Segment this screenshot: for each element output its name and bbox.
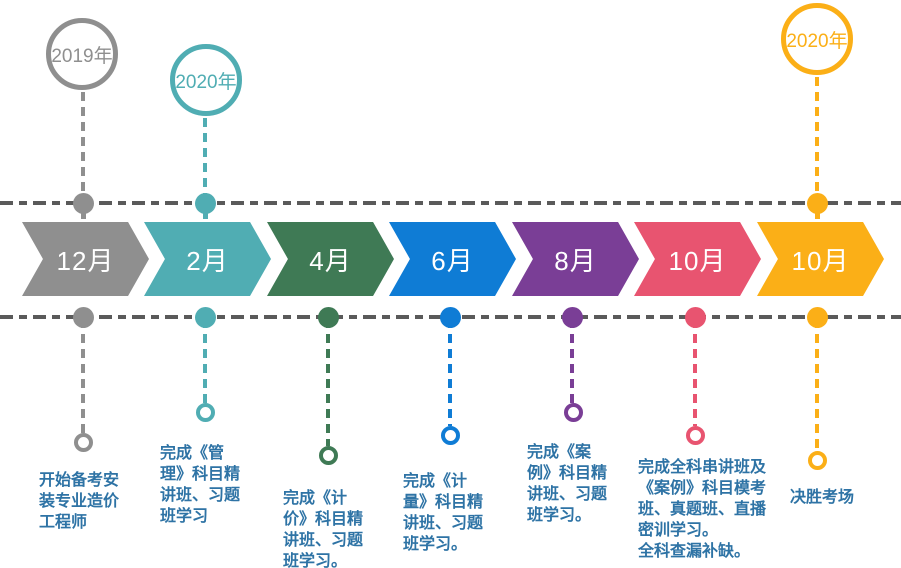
axis-dot-stem [203,205,208,219]
month-label: 10月 [791,245,850,276]
month-label: 2月 [186,245,229,276]
milestone-endpoint [319,446,338,465]
timeline-axis-top [0,201,901,205]
milestone-endpoint [441,426,460,445]
year-label: 2020年 [175,71,237,93]
year-connector [81,92,85,201]
axis-dot [807,307,828,328]
year-connector [203,118,207,201]
month-label: 6月 [431,245,474,276]
month-label: 10月 [668,245,727,276]
month-chevron-12: 12月 [22,222,149,296]
axis-dot-stem [81,205,86,219]
axis-dot [807,193,828,214]
axis-dot [195,307,216,328]
year-label: 2019年 [51,45,113,67]
axis-dot [440,307,461,328]
milestone-connector [326,319,330,446]
month-chevron-10b: 10月 [757,222,884,296]
axis-dot [685,307,706,328]
year-label: 2020年 [786,30,848,52]
axis-dot [318,307,339,328]
milestone-connector [203,319,207,403]
milestone-connector [570,319,574,403]
year-marker-2020-start: 2020年 [170,44,242,116]
milestone-description: 决胜考场 [790,489,855,506]
month-label: 12月 [56,245,115,276]
month-chevron-10a: 10月 [634,222,761,296]
milestone-endpoint [74,433,93,452]
year-marker-2020-end: 2020年 [781,3,853,75]
milestone-connector [81,319,85,433]
month-chevron-8: 8月 [512,222,639,296]
month-label: 4月 [309,245,352,276]
milestone-endpoint [196,403,215,422]
milestone-endpoint [686,426,705,445]
year-marker-2019: 2019年 [46,18,118,90]
axis-dot-stem [815,205,820,219]
month-label: 8月 [554,245,597,276]
milestone-description: 开始备考安 装专业造价 工程师 [39,472,120,531]
axis-dot [73,307,94,328]
milestone-connector [815,319,819,451]
milestone-connector [448,319,452,426]
axis-dot [195,193,216,214]
month-chevron-4: 4月 [267,222,394,296]
milestone-description: 完成《案 例》科目精 讲班、习题 班学习。 [527,444,608,524]
milestone-description: 完成《计 量》科目精 讲班、习题 班学习。 [403,473,484,553]
axis-dot [562,307,583,328]
milestone-endpoint [564,403,583,422]
month-chevron-6: 6月 [389,222,516,296]
milestone-description: 完成全科串讲班及 《案例》科目模考 班、真题班、直播 密训学习。 全科查漏补缺。 [638,459,767,560]
year-connector [815,77,819,201]
milestone-endpoint [808,451,827,470]
milestone-description: 完成《计 价》科目精 讲班、习题 班学习。 [283,490,364,568]
month-chevron-2: 2月 [144,222,271,296]
milestone-connector [693,319,697,426]
milestone-description: 完成《管 理》科目精 讲班、习题 班学习 [160,445,241,525]
axis-dot [73,193,94,214]
